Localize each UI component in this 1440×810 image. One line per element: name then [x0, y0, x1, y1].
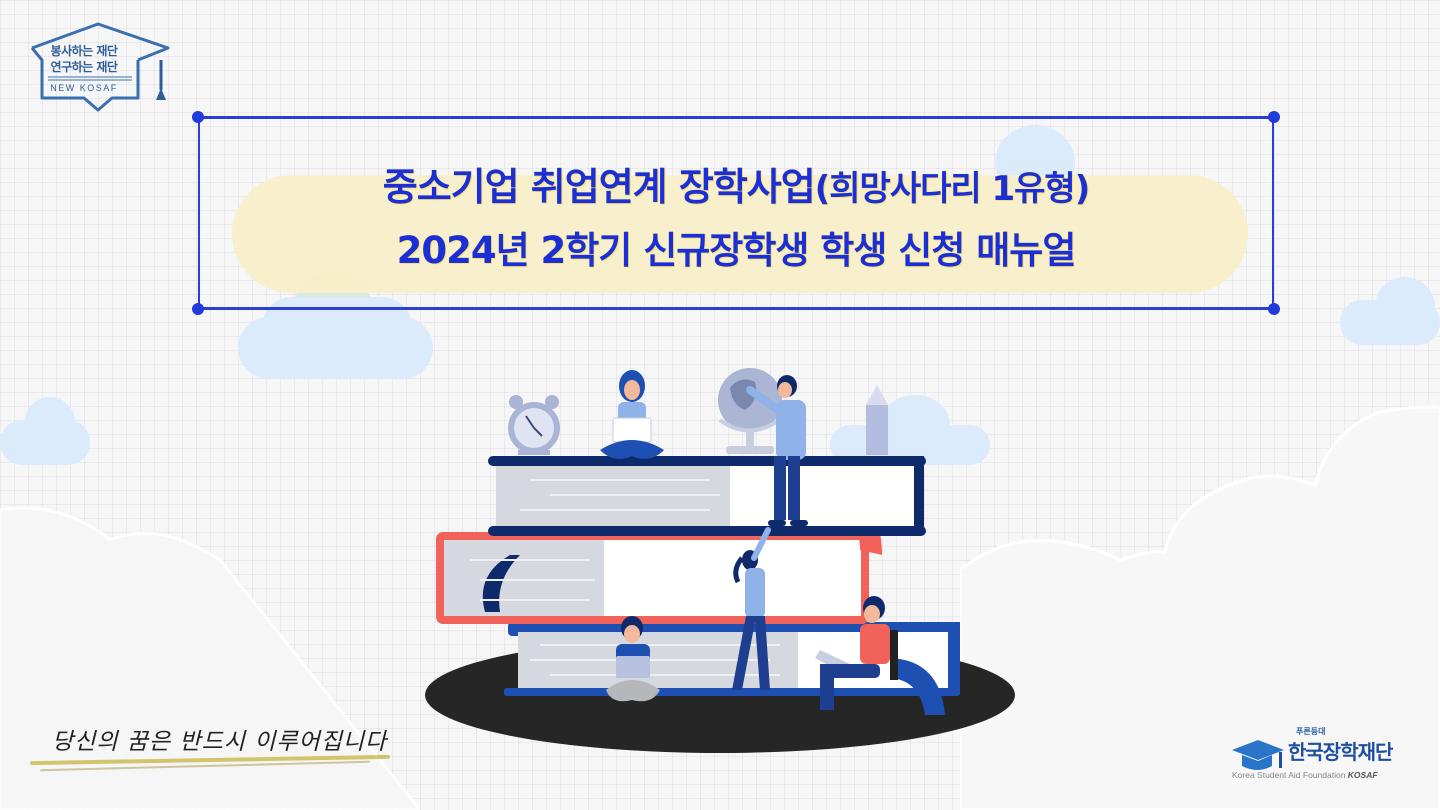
kosaf-name: 한국장학재단 [1288, 740, 1393, 764]
page-title-line1: 중소기업 취업연계 장학사업(희망사다리 1유형) [198, 156, 1274, 211]
slogan-text: 당신의 꿈은 반드시 이루어집니다 [52, 729, 388, 755]
cloud-left [0, 395, 100, 465]
kosaf-english-name: Korea Student Aid Foundation [1232, 770, 1346, 780]
frame-corner-dot [1268, 303, 1280, 315]
frame-corner-dot [192, 111, 204, 123]
decor-cloud-outline-right [960, 405, 1440, 810]
kosaf-tagline: 푸른등대 [1296, 727, 1326, 736]
title-paren: (희망사다리 1유형) [814, 169, 1091, 209]
kosaf-logo: 푸른등대 한국장학재단 Korea Student Aid Foundation… [1232, 726, 1422, 792]
graduation-cap-icon [30, 22, 170, 112]
logo-text-line2: 연구하는 재단 [50, 60, 118, 74]
logo-text-line1: 봉사하는 재단 [50, 44, 118, 58]
student-sitting-laptop [600, 370, 664, 459]
new-kosaf-logo: 봉사하는 재단 연구하는 재단 NEW KOSAF [28, 20, 173, 116]
alarm-clock-icon [508, 395, 560, 455]
student-standing-globe [746, 375, 808, 526]
students-books-illustration [425, 368, 1015, 753]
logo-english: NEW KOSAF [50, 83, 118, 93]
title-frame [192, 111, 1280, 315]
kosaf-abbr: KOSAF [1347, 770, 1378, 780]
page-title-line2: 2024년 2학기 신규장학생 학생 신청 매뉴얼 [396, 229, 1077, 272]
globe-icon [718, 368, 784, 454]
cloud-right [1340, 275, 1440, 350]
frame-corner-dot [192, 303, 204, 315]
decor-cloud-outline-left [0, 506, 420, 810]
pencil-icon [866, 385, 888, 455]
student-climbing [732, 527, 771, 690]
graduation-cap-icon [1232, 740, 1284, 770]
student-on-chair [815, 596, 898, 710]
title-highlight-background [232, 175, 1248, 293]
frame-corner-dot [1268, 111, 1280, 123]
title-main: 중소기업 취업연계 장학사업 [382, 165, 816, 209]
student-sitting-floor [606, 616, 660, 702]
kosaf-english: Korea Student Aid Foundation KOSAF [1232, 770, 1378, 780]
